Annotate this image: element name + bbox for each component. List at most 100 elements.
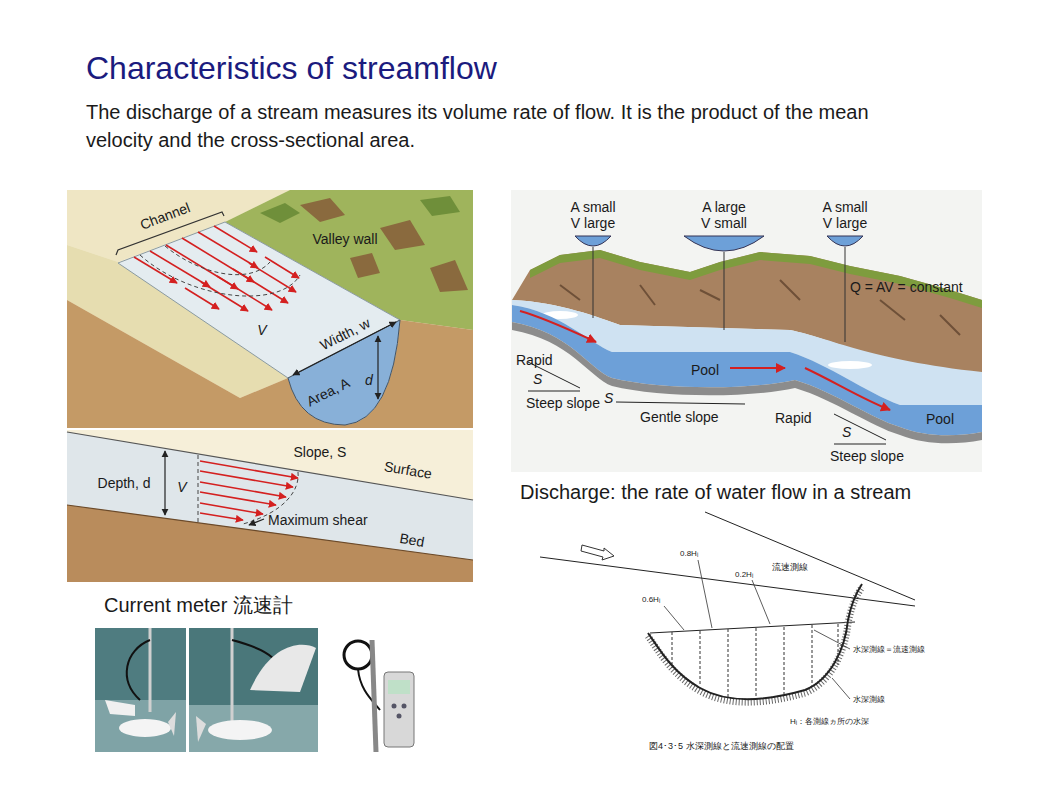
symbol-label: S bbox=[842, 424, 851, 440]
rapids-pools-illustration-part-part bbox=[724, 252, 725, 330]
equation-label: Q = AV = constant bbox=[850, 279, 963, 295]
channel-illustration-part-part bbox=[200, 513, 243, 520]
measurement-figure-part bbox=[648, 587, 862, 702]
measurement-figure-part bbox=[540, 557, 915, 606]
dimension-label: Width, w bbox=[317, 315, 372, 354]
channel-illustration-part bbox=[67, 300, 473, 428]
rapids-pools-illustration bbox=[511, 190, 982, 472]
measurement-figure-part bbox=[672, 624, 838, 698]
part-label: Bed bbox=[398, 530, 425, 550]
current-meter-photos-part bbox=[208, 720, 272, 740]
channel-illustration-part-part bbox=[200, 492, 276, 505]
measurement-figure-part-part bbox=[698, 560, 712, 628]
channel-illustration-part bbox=[67, 505, 473, 582]
dimension-label: d bbox=[365, 372, 373, 388]
channel-illustration-part bbox=[200, 461, 298, 520]
measurement-figure-part bbox=[648, 584, 862, 699]
part-label: Rapid bbox=[516, 352, 553, 368]
channel-illustration-part-part bbox=[198, 232, 258, 268]
channel-illustration-part-part bbox=[134, 257, 177, 283]
channel-illustration-part-part bbox=[185, 288, 219, 309]
channel-illustration-part bbox=[430, 260, 468, 292]
depth-label: 0.8Hᵢ bbox=[680, 549, 698, 558]
current-meter-photos-part bbox=[189, 705, 318, 752]
rapids-pools-illustration-part bbox=[684, 236, 764, 251]
part-label: Channel bbox=[138, 199, 192, 233]
channel-illustration-part bbox=[350, 253, 380, 278]
rapids-pools-illustration-part bbox=[512, 322, 982, 443]
section-label: V large bbox=[823, 215, 867, 231]
section-label: A small bbox=[822, 199, 867, 215]
measurement-figure-part-part bbox=[784, 627, 785, 694]
slide-title: Characteristics of streamflow bbox=[86, 50, 497, 87]
current-meter-photos-part bbox=[388, 680, 410, 694]
rapids-pools-illustration-part bbox=[730, 367, 785, 369]
current-meter-photos-part bbox=[250, 645, 316, 692]
line-label: 水深測線 bbox=[853, 695, 885, 704]
symbol-label: V bbox=[177, 479, 186, 495]
measurement-figure-part bbox=[705, 512, 915, 600]
part-label: Pool bbox=[926, 411, 954, 427]
channel-illustration bbox=[67, 190, 473, 582]
rapids-pools-illustration-part-part bbox=[616, 402, 745, 404]
measurement-figure-part-part bbox=[664, 606, 684, 630]
rapids-pools-illustration-part bbox=[575, 236, 611, 246]
section-label: V small bbox=[701, 215, 747, 231]
line-label: 流速測線 bbox=[772, 562, 808, 572]
channel-illustration-part bbox=[67, 428, 473, 430]
channel-illustration-part bbox=[67, 432, 473, 500]
channel-illustration-part bbox=[300, 198, 345, 222]
current-meter-photos-part bbox=[231, 628, 234, 722]
channel-illustration-part bbox=[377, 336, 378, 399]
channel-illustration-part bbox=[380, 220, 425, 250]
rapids-pools-illustration-part bbox=[828, 361, 872, 369]
current-meter-photos-part bbox=[397, 714, 402, 719]
rapids-pools-illustration-part bbox=[805, 368, 890, 410]
rapids-pools-illustration-part-part bbox=[528, 391, 580, 392]
part-label: Valley wall bbox=[312, 231, 377, 247]
intro-text: The discharge of a stream measures its v… bbox=[86, 98, 936, 154]
current-meter-photos-part bbox=[402, 704, 407, 709]
channel-illustration-part bbox=[249, 519, 264, 525]
rapids-pools-illustration-part-part bbox=[834, 444, 886, 445]
measurement-figure-part-part bbox=[838, 624, 839, 665]
rapids-pools-illustration-part bbox=[511, 190, 982, 472]
channel-illustration-part bbox=[198, 455, 199, 522]
channel-illustration-part-part bbox=[201, 282, 248, 311]
channel-illustration-part bbox=[67, 190, 473, 582]
current-meter-photos-part bbox=[196, 716, 206, 742]
current-meter-photos-part bbox=[384, 672, 414, 747]
rapids-pools-illustration-part bbox=[520, 311, 596, 342]
channel-illustration-part bbox=[67, 505, 473, 560]
channel-illustration-part-part bbox=[200, 461, 298, 478]
part-label: Rapid bbox=[775, 410, 812, 426]
current-meter-photos-part bbox=[189, 628, 318, 752]
section-label: A large bbox=[702, 199, 746, 215]
symbol-label: S bbox=[604, 390, 613, 406]
rapids-pools-illustration-part-part bbox=[593, 247, 594, 318]
channel-illustration-part-part bbox=[214, 226, 257, 252]
dimension-label: Depth, d bbox=[98, 475, 151, 491]
current-meter-photos-part bbox=[95, 700, 186, 752]
rapids-pools-illustration-part bbox=[512, 305, 982, 435]
part-label: Gentle slope bbox=[640, 409, 719, 425]
current-meter-photos-part bbox=[372, 640, 376, 752]
current-meter-photos-part bbox=[340, 628, 440, 752]
measurement-figure bbox=[540, 512, 915, 702]
current-meter-photos-part bbox=[95, 628, 186, 752]
part-label: Pool bbox=[691, 362, 719, 378]
measurement-figure-part-part bbox=[700, 631, 701, 686]
part-label: Maximum shear bbox=[268, 512, 368, 528]
figure-caption: Discharge: the rate of water flow in a s… bbox=[520, 481, 911, 504]
note-label: Hᵢ：各測線ヵ所の水深 bbox=[790, 717, 869, 726]
current-meter-photos-part bbox=[344, 641, 372, 669]
part-label: Surface bbox=[383, 458, 433, 482]
channel-illustration-part-part bbox=[249, 263, 296, 292]
channel-illustration-part bbox=[420, 196, 460, 216]
symbol-label: V bbox=[257, 322, 266, 338]
section-label: A small bbox=[570, 199, 615, 215]
measurement-figure-part-part bbox=[756, 628, 757, 698]
measurement-figure-part-part bbox=[812, 625, 813, 686]
part-label: Slope, S bbox=[294, 444, 347, 460]
